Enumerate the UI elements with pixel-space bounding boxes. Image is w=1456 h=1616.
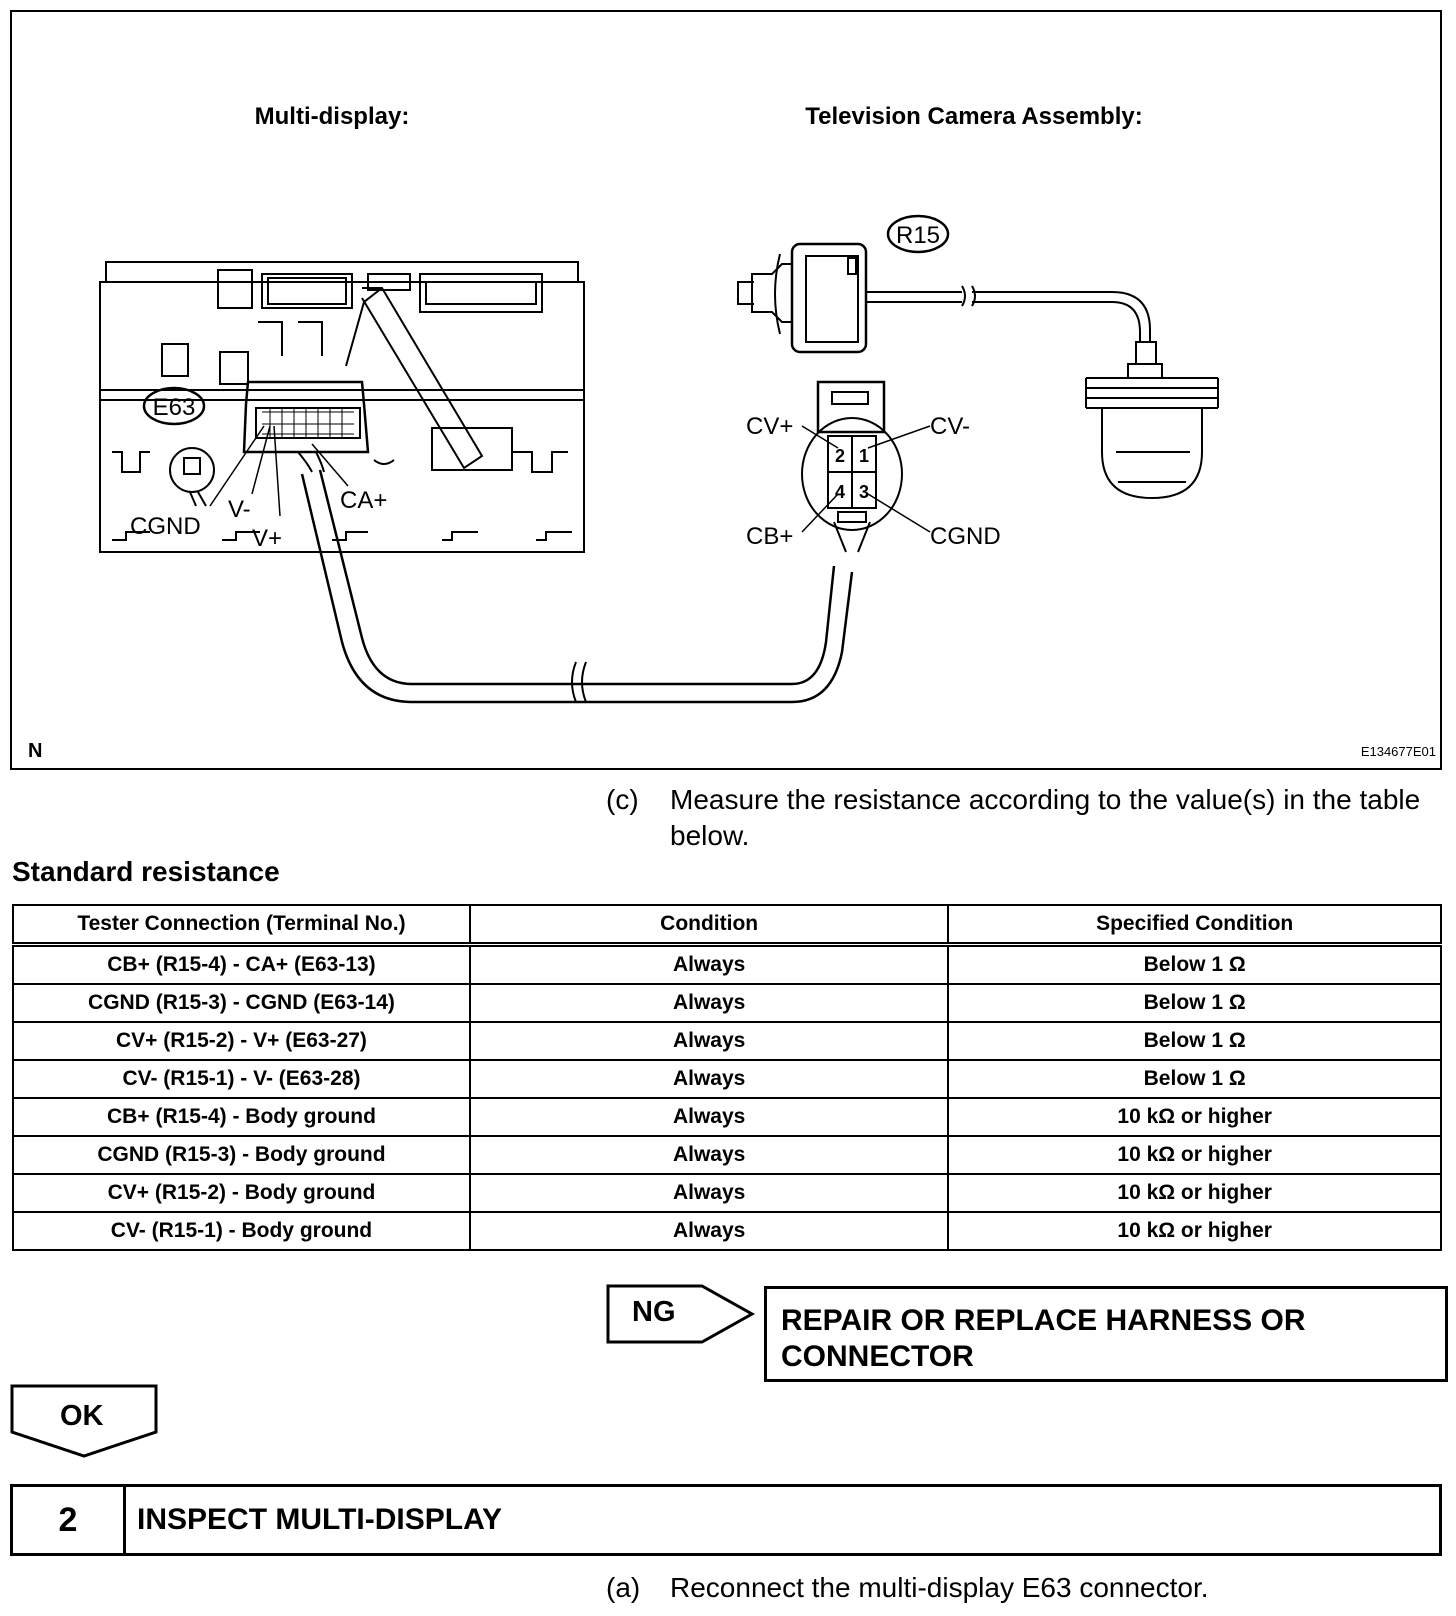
cell-specified: 10 kΩ or higher [947,1211,1442,1251]
header-condition: Condition [468,904,950,947]
r15-label: R15 [896,222,940,249]
e63-connector [242,380,370,473]
harness-cable [300,469,854,704]
ok-arrow-icon [10,1384,158,1458]
r15-tag: R15 [886,214,950,254]
e63-tag: E63 [142,386,206,426]
table-row: CGND (R15-3) - CGND (E63-14) Always Belo… [12,983,1442,1023]
cell-condition: Always [468,1135,950,1175]
table-header-row: Tester Connection (Terminal No.) Conditi… [12,904,1442,947]
ng-result-text: REPAIR OR REPLACE HARNESS OR CONNECTOR [781,1304,1306,1373]
cell-condition: Always [468,943,950,985]
multi-display-unit [99,261,585,553]
step-2-header: 2 INSPECT MULTI-DISPLAY [10,1484,1442,1556]
cell-specified: 10 kΩ or higher [947,1135,1442,1175]
table-row: CB+ (R15-4) - Body ground Always 10 kΩ o… [12,1097,1442,1137]
r15-pin-cgnd: CGND [930,523,1001,550]
e63-pin-v-plus: V+ [252,525,282,552]
header-specified-condition: Specified Condition [947,904,1442,947]
table-row: CGND (R15-3) - Body ground Always 10 kΩ … [12,1135,1442,1175]
cell-connection: CB+ (R15-4) - CA+ (E63-13) [12,943,471,985]
r15-leaders [801,425,931,533]
cell-condition: Always [468,1097,950,1137]
e63-pin-cgnd: CGND [130,513,201,540]
diagram-drawing: Multi-display: Television Camera Assembl… [28,103,1436,762]
figure-code: E134677E01 [1361,744,1436,759]
cell-condition: Always [468,1211,950,1251]
r15-terminal-3: 3 [859,482,869,502]
resistance-table: Tester Connection (Terminal No.) Conditi… [12,904,1442,1251]
step-2-number: 2 [13,1487,126,1553]
r15-pin-cv-minus: CV- [930,413,970,440]
step-a-number: (a) [606,1572,641,1603]
r15-connector [801,380,903,553]
cell-specified: 10 kΩ or higher [947,1097,1442,1137]
e63-label: E63 [153,394,196,421]
cell-specified: Below 1 Ω [947,983,1442,1023]
cell-condition: Always [468,1173,950,1213]
cell-condition: Always [468,983,950,1023]
cell-connection: CV+ (R15-2) - Body ground [12,1173,471,1213]
multi-display-title: Multi-display: [255,103,410,130]
table-row: CB+ (R15-4) - CA+ (E63-13) Always Below … [12,943,1442,985]
step-a-text: Reconnect the multi-display E63 connecto… [670,1572,1209,1603]
camera-plug [737,242,1151,354]
r15-terminal-1: 1 [859,446,869,466]
step-c-text: Measure the resistance according to the … [670,784,1421,851]
cell-connection: CB+ (R15-4) - Body ground [12,1097,471,1137]
r15-terminal-4: 4 [835,482,845,502]
ng-arrow-icon [606,1284,756,1344]
connector-diagram: Multi-display: Television Camera Assembl… [10,10,1442,770]
camera-title: Television Camera Assembly: [805,103,1142,130]
camera-body [1085,341,1219,500]
cell-connection: CV+ (R15-2) - V+ (E63-27) [12,1021,471,1061]
e63-leaders [209,425,349,517]
cell-condition: Always [468,1021,950,1061]
corner-mark: N [28,740,42,762]
ok-label: OK [60,1400,104,1432]
table-row: CV+ (R15-2) - V+ (E63-27) Always Below 1… [12,1021,1442,1061]
ng-result-box: REPAIR OR REPLACE HARNESS OR CONNECTOR [764,1286,1448,1382]
cell-specified: 10 kΩ or higher [947,1173,1442,1213]
cell-connection: CV- (R15-1) - V- (E63-28) [12,1059,471,1099]
header-tester-connection: Tester Connection (Terminal No.) [12,904,471,947]
e63-pin-v-minus: V- [228,496,251,523]
ng-label: NG [632,1296,676,1328]
cell-connection: CGND (R15-3) - Body ground [12,1135,471,1175]
cell-condition: Always [468,1059,950,1099]
table-row: CV- (R15-1) - V- (E63-28) Always Below 1… [12,1059,1442,1099]
r15-pin-cb-plus: CB+ [746,523,793,550]
cell-specified: Below 1 Ω [947,1021,1442,1061]
r15-terminal-2: 2 [835,446,845,466]
table-row: CV+ (R15-2) - Body ground Always 10 kΩ o… [12,1173,1442,1213]
r15-pin-cv-plus: CV+ [746,413,793,440]
e63-pin-ca-plus: CA+ [340,487,387,514]
cell-specified: Below 1 Ω [947,943,1442,985]
standard-resistance-heading: Standard resistance [12,856,280,887]
cell-specified: Below 1 Ω [947,1059,1442,1099]
step-2-title: INSPECT MULTI-DISPLAY [137,1503,503,1536]
cell-connection: CGND (R15-3) - CGND (E63-14) [12,983,471,1023]
step-c-number: (c) [606,784,639,815]
table-row: CV- (R15-1) - Body ground Always 10 kΩ o… [12,1211,1442,1251]
cell-connection: CV- (R15-1) - Body ground [12,1211,471,1251]
